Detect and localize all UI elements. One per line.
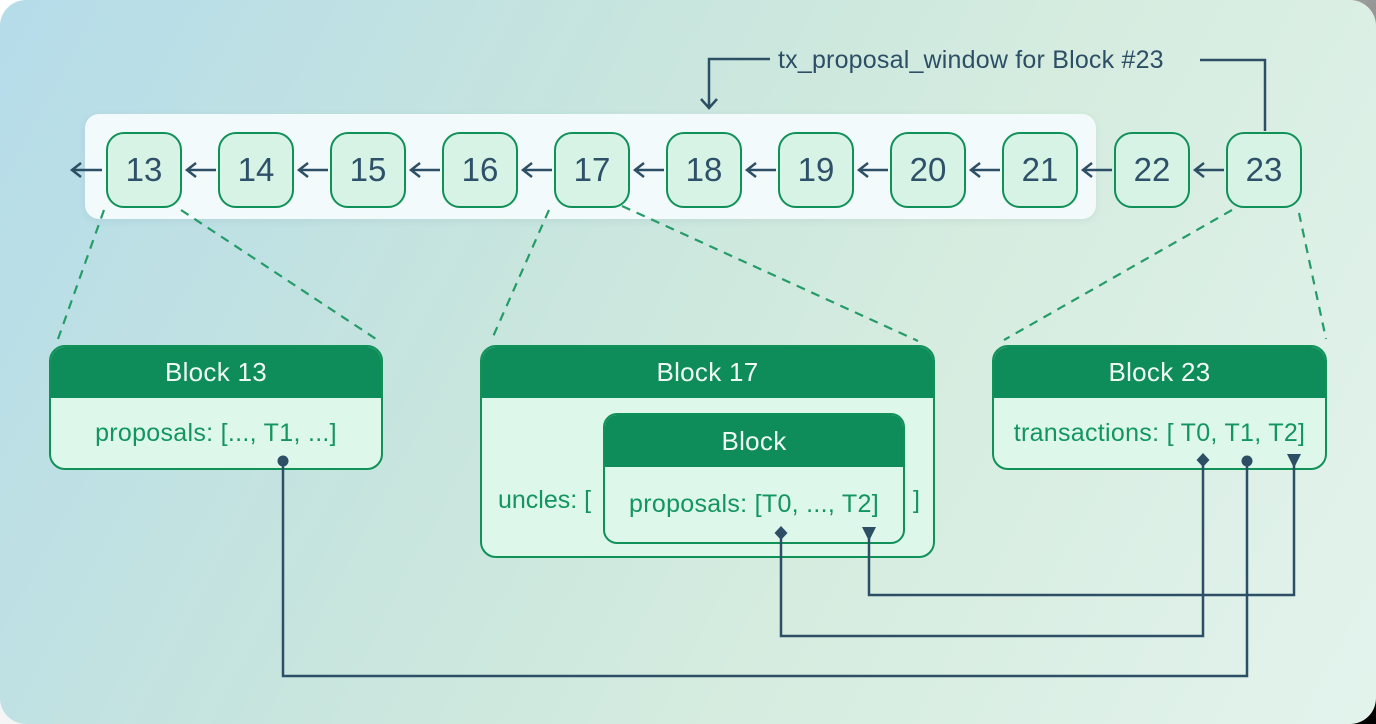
uncle-block-title: Block	[605, 415, 903, 467]
uncles-close-bracket: ]	[913, 486, 920, 514]
block-23-detail-box: Block 23 transactions: [ T0, T1, T2]	[992, 345, 1327, 470]
chain-block-15: 15	[330, 132, 406, 208]
chain-block-22: 22	[1114, 132, 1190, 208]
block-17-detail-title: Block 17	[482, 347, 933, 398]
window-label-arrow-icon	[700, 57, 770, 110]
chain-block-19: 19	[778, 132, 854, 208]
chain-block-16: 16	[442, 132, 518, 208]
zoom-guide-dashes	[56, 204, 1328, 343]
block-13-detail-box: Block 13 proposals: [..., T1, ...]	[49, 345, 383, 470]
block-13-detail-title: Block 13	[51, 347, 381, 398]
block-23-transactions-text: transactions: [ T0, T1, T2]	[1013, 418, 1306, 447]
tx-proposal-window-label: tx_proposal_window for Block #23	[778, 46, 1164, 74]
chain-block-23: 23	[1226, 132, 1302, 208]
chain-block-18: 18	[666, 132, 742, 208]
uncle-block-proposals-text: proposals: [T0, ..., T2]	[629, 490, 879, 518]
window-label-to-block23-line	[1200, 58, 1267, 131]
chain-block-20: 20	[890, 132, 966, 208]
chain-block-17: 17	[554, 132, 630, 208]
chain-block-14: 14	[218, 132, 294, 208]
chain-block-21: 21	[1002, 132, 1078, 208]
uncle-block-box: Block proposals: [T0, ..., T2]	[603, 413, 905, 544]
uncles-open-bracket: uncles: [	[498, 486, 592, 514]
block-23-detail-title: Block 23	[994, 347, 1325, 398]
chain-block-13: 13	[106, 132, 182, 208]
block-13-proposals-text: proposals: [..., T1, ...]	[95, 418, 337, 447]
